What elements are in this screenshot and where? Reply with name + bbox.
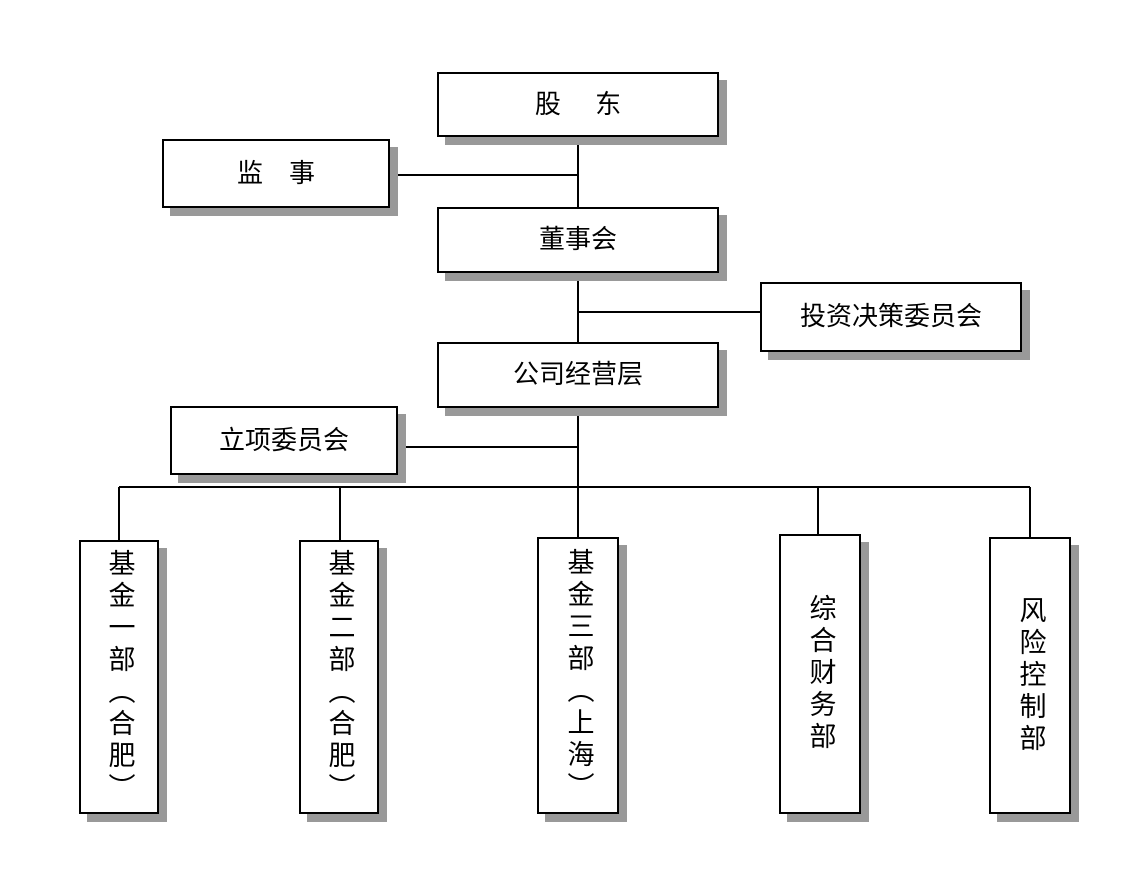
- management-label: 公司经营层: [512, 360, 643, 390]
- board-box: 董事会: [437, 207, 719, 273]
- project-committee-label: 立项委员会: [218, 425, 349, 456]
- department-label-fund-3: 基金三部（上海）: [562, 547, 594, 804]
- department-box-fund-2: 基金二部（合肥）: [299, 540, 379, 814]
- shareholders-label: 股 东: [534, 89, 622, 120]
- department-box-finance: 综合财务部: [779, 534, 861, 814]
- department-label-fund-1: 基金一部（合肥）: [103, 549, 135, 805]
- board-label: 董事会: [538, 225, 617, 255]
- department-label-fund-2: 基金二部（合肥）: [323, 549, 355, 805]
- department-label-risk-control: 风险控制部: [1014, 595, 1046, 756]
- department-box-fund-1: 基金一部（合肥）: [79, 540, 159, 814]
- department-label-finance: 综合财务部: [804, 594, 836, 754]
- supervisor-box: 监 事: [162, 139, 390, 208]
- investment-committee-label: 投资决策委员会: [799, 302, 982, 332]
- department-box-risk-control: 风险控制部: [989, 537, 1071, 814]
- management-box: 公司经营层: [437, 342, 719, 408]
- project-committee-box: 立项委员会: [170, 406, 398, 475]
- supervisor-label: 监 事: [236, 158, 315, 189]
- department-box-fund-3: 基金三部（上海）: [537, 537, 619, 814]
- shareholders-box: 股 东: [437, 72, 719, 137]
- investment-committee-box: 投资决策委员会: [760, 282, 1022, 352]
